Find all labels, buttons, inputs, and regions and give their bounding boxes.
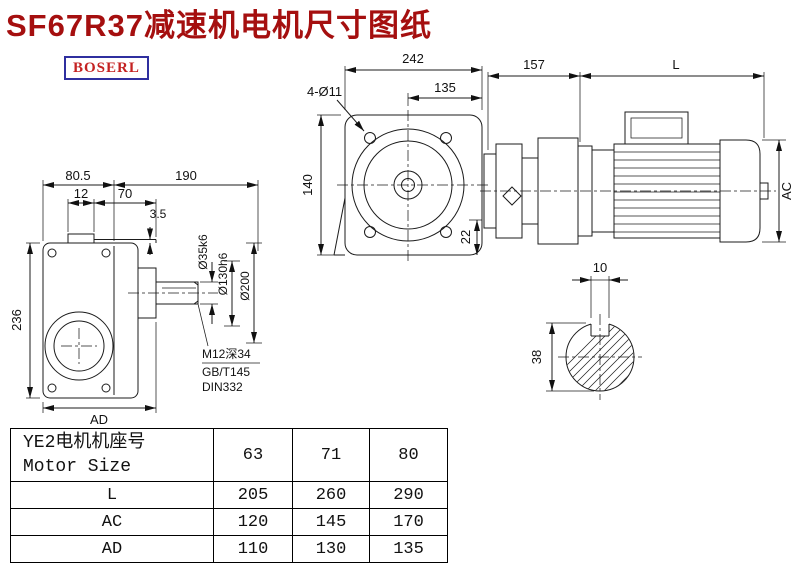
dim-12: 12: [74, 186, 88, 201]
table-header-row: YE2电机机座号 Motor Size 63 71 80: [10, 428, 448, 482]
flange-body: [333, 110, 491, 264]
dim-140: 140: [300, 174, 315, 196]
front-view-dimensions: 242 135 4-Ø11 140 22: [300, 51, 483, 256]
dim-ad: AD: [90, 412, 108, 427]
dim-10: 10: [593, 260, 607, 275]
dim-190: 190: [175, 168, 197, 183]
note-m12: M12深34: [202, 347, 251, 361]
left-view-dimensions: 80.5 190 12 70 3.5 236 Ø35k6 Ø130h6 Ø200…: [9, 168, 262, 427]
size-col-63: 63: [213, 428, 293, 482]
note-din332: DIN332: [202, 380, 243, 394]
fan-cowl: [719, 139, 761, 243]
motor-side-view: 157 L AC: [480, 57, 794, 245]
dim-70: 70: [118, 186, 132, 201]
row-label-ad: AD: [10, 535, 214, 563]
table-cell: 135: [369, 535, 448, 563]
dim-l: L: [672, 57, 679, 72]
gearbox-housing: [42, 233, 218, 399]
motor-body: [480, 111, 776, 243]
note-gbt145: GB/T145: [202, 365, 250, 379]
table-cell: 205: [213, 481, 293, 509]
table-cell: 260: [292, 481, 370, 509]
dia-200: Ø200: [238, 271, 252, 301]
table-row-ac: AC 120 145 170: [10, 508, 448, 536]
size-col-71: 71: [292, 428, 370, 482]
shaft-section-view: 10 38: [529, 260, 642, 400]
terminal-box: [624, 111, 689, 145]
dim-4xd11: 4-Ø11: [307, 84, 342, 99]
table-cell: 170: [369, 508, 448, 536]
dim-80-5: 80.5: [65, 168, 90, 183]
shaft-view-dimensions: 10 38: [529, 260, 628, 392]
motor-size-table: YE2电机机座号 Motor Size 63 71 80 L 205 260 2…: [10, 428, 448, 563]
dim-22: 22: [458, 230, 473, 244]
table-header-cn: YE2电机机座号: [23, 433, 146, 453]
dim-135: 135: [434, 80, 456, 95]
table-cell: 290: [369, 481, 448, 509]
dim-ac: AC: [779, 182, 794, 200]
table-row-ad: AD 110 130 135: [10, 535, 448, 563]
dim-3-5: 3.5: [150, 207, 167, 221]
table-header-en: Motor Size: [23, 457, 132, 477]
row-label-ac: AC: [10, 508, 214, 536]
table-cell: 145: [292, 508, 370, 536]
table-cell: 130: [292, 535, 370, 563]
table-cell: 120: [213, 508, 293, 536]
left-side-view: 80.5 190 12 70 3.5 236 Ø35k6 Ø130h6 Ø200…: [9, 168, 262, 427]
motor-view-dimensions: 157 L AC: [487, 57, 794, 243]
table-row-l: L 205 260 290: [10, 481, 448, 509]
dim-242: 242: [402, 51, 424, 66]
size-col-80: 80: [369, 428, 448, 482]
dim-236: 236: [9, 309, 24, 331]
page-title: SF67R37减速机电机尺寸图纸: [6, 8, 432, 43]
dim-38: 38: [529, 350, 544, 364]
row-label-l: L: [10, 481, 214, 509]
table-cell: 110: [213, 535, 293, 563]
dim-157: 157: [523, 57, 545, 72]
dia-35k6: Ø35k6: [196, 234, 210, 270]
table-header-cell: YE2电机机座号 Motor Size: [10, 428, 214, 482]
plug-diamond-icon: [502, 186, 522, 206]
brand-logo: BOSERL: [64, 56, 149, 80]
dia-130h6: Ø130h6: [216, 252, 230, 295]
front-flange-view: 242 135 4-Ø11 140 22: [300, 51, 491, 264]
